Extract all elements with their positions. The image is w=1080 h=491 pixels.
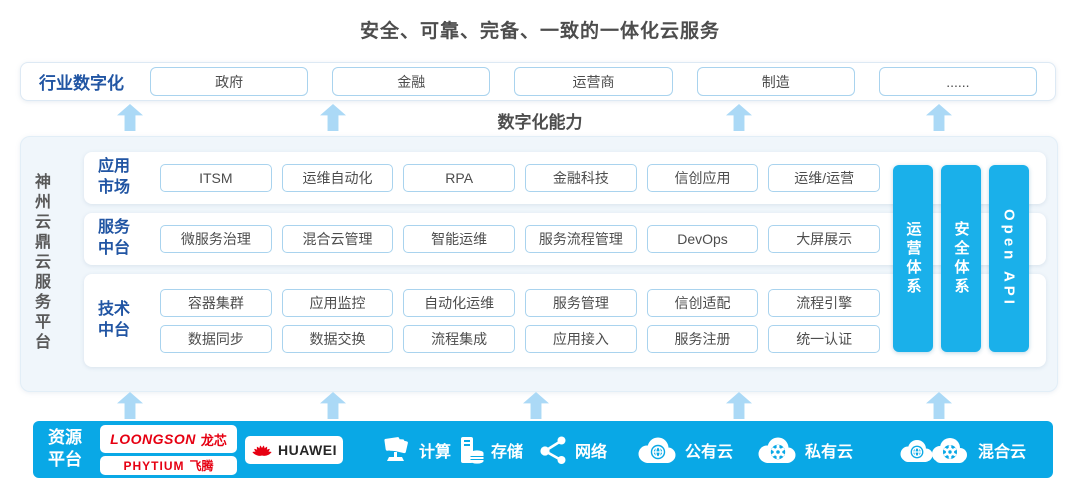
service-middle-item: 智能运维 [403,225,516,253]
open-api-pillar-text: Open API [1000,209,1018,308]
app-market-item: ITSM [160,164,272,192]
open-api-pillar: Open API [989,165,1029,352]
tech-middle-item: 统一认证 [768,324,881,353]
storage-icon [461,436,484,464]
tech-middle-item: 流程集成 [403,324,516,353]
tech-middle-item: 服务注册 [646,324,759,353]
industry-row-label: 行业数字化 [39,74,124,93]
service-middle-item: DevOps [646,225,759,253]
app-market-row: 应用市场 ITSM 运维自动化 RPA 金融科技信创应用运维/运营 [84,152,1046,204]
industry-item: ...... [878,67,1038,96]
resource-storage-label: 存储 [491,443,524,461]
phytium-wordmark: PHYTIUM [123,458,185,473]
tech-middle-item: 数据交换 [281,324,394,353]
resource-platform-bar: 资源平台 LOONGSON 龙芯 PHYTIUM 飞腾 [33,421,1053,478]
app-market-item: 金融科技 [525,164,637,192]
app-market-item: 运维自动化 [281,164,394,192]
resource-hybrid-cloud-label: 混合云 [978,443,1027,461]
tech-middle-item: 应用监控 [281,288,394,317]
service-middle-item: 服务流程管理 [525,225,637,253]
tech-middle-item: 容器集群 [160,288,272,317]
tech-middle-row: 技术中台 容器集群应用监控自动化运维服务管理信创适配流程引擎 数据同步数据交换流… [84,274,1046,367]
tech-middle-item: 应用接入 [525,324,637,353]
resource-public-cloud-label: 公有云 [685,443,734,461]
app-market-item: RPA [403,164,516,192]
up-arrow-icon [926,104,952,131]
service-middle-item: 混合云管理 [281,225,394,253]
network-icon [540,436,566,464]
tech-middle-item: 服务管理 [525,288,637,317]
up-arrow-icon [117,392,143,419]
resource-private-cloud-label: 私有云 [805,443,854,461]
operation-system-pillar: 运营体系 [893,165,933,352]
huawei-logo: HUAWEI [245,436,343,464]
security-system-pillar-text: 安全体系 [952,220,970,297]
tech-middle-items: 容器集群应用监控自动化运维服务管理信创适配流程引擎 数据同步数据交换流程集成应用… [160,288,881,353]
loongson-wordmark: LOONGSON [110,431,196,447]
up-arrow-icon [117,104,143,131]
tech-middle-item: 信创适配 [646,288,759,317]
up-arrow-icon [726,392,752,419]
digital-capability-label: 数字化能力 [497,113,583,132]
app-market-item: 信创应用 [646,164,759,192]
public-cloud-icon [638,437,676,463]
up-arrow-icon [523,392,549,419]
compute-icon [384,436,408,461]
industry-item: 政府 [150,67,309,96]
private-cloud-icon [758,437,796,463]
industry-item: 金融 [332,67,491,96]
resource-storage: 存储 [458,421,523,478]
resource-network-label: 网络 [575,443,608,461]
tech-middle-item: 流程引擎 [768,288,881,317]
resource-public-cloud: 公有云 [634,421,733,478]
industry-items: 政府金融运营商制造...... [150,67,1038,96]
up-arrow-icon [320,104,346,131]
resource-compute: 计算 [382,421,451,478]
up-arrow-icon [926,392,952,419]
service-middle-items: 微服务治理混合云管理智能运维服务流程管理 DevOps 大屏展示 [160,225,881,253]
resource-hybrid-cloud: 混合云 [897,421,1026,478]
service-middle-row: 服务中台 微服务治理混合云管理智能运维服务流程管理 DevOps 大屏展示 [84,213,1046,265]
industry-row: 行业数字化 政府金融运营商制造...... [20,62,1056,101]
up-arrow-icon [320,392,346,419]
page-title: 安全、可靠、完备、一致的一体化云服务 [359,21,720,42]
phytium-cjk: 飞腾 [189,459,214,473]
service-middle-label: 服务中台 [98,219,131,257]
hybrid-cloud-icon [900,437,967,463]
service-middle-item: 大屏展示 [768,225,881,253]
platform-side-label-text: 神州云鼎云服务平台 [32,173,49,353]
resource-private-cloud: 私有云 [754,421,853,478]
loongson-cjk: 龙芯 [200,432,227,448]
phytium-logo: PHYTIUM 飞腾 [100,456,237,475]
app-market-item: 运维/运营 [768,164,881,192]
resource-network: 网络 [538,421,607,478]
security-system-pillar: 安全体系 [941,165,981,352]
app-market-items: ITSM 运维自动化 RPA 金融科技信创应用运维/运营 [160,164,881,192]
huawei-flower-icon [252,445,272,456]
tech-middle-item: 自动化运维 [403,288,516,317]
tech-middle-label: 技术中台 [98,300,131,339]
industry-item: 制造 [696,67,855,96]
industry-item: 运营商 [514,67,673,96]
platform-side-label: 神州云鼎云服务平台 [28,136,52,390]
service-middle-item: 微服务治理 [160,225,272,253]
huawei-wordmark: HUAWEI [278,442,337,458]
up-arrow-icon [726,104,752,131]
resource-platform-label: 资源平台 [48,427,82,470]
tech-middle-item: 数据同步 [160,324,272,353]
loongson-logo: LOONGSON 龙芯 [100,425,237,453]
app-market-label: 应用市场 [98,158,131,196]
operation-system-pillar-text: 运营体系 [904,220,922,297]
resource-compute-label: 计算 [419,443,452,461]
